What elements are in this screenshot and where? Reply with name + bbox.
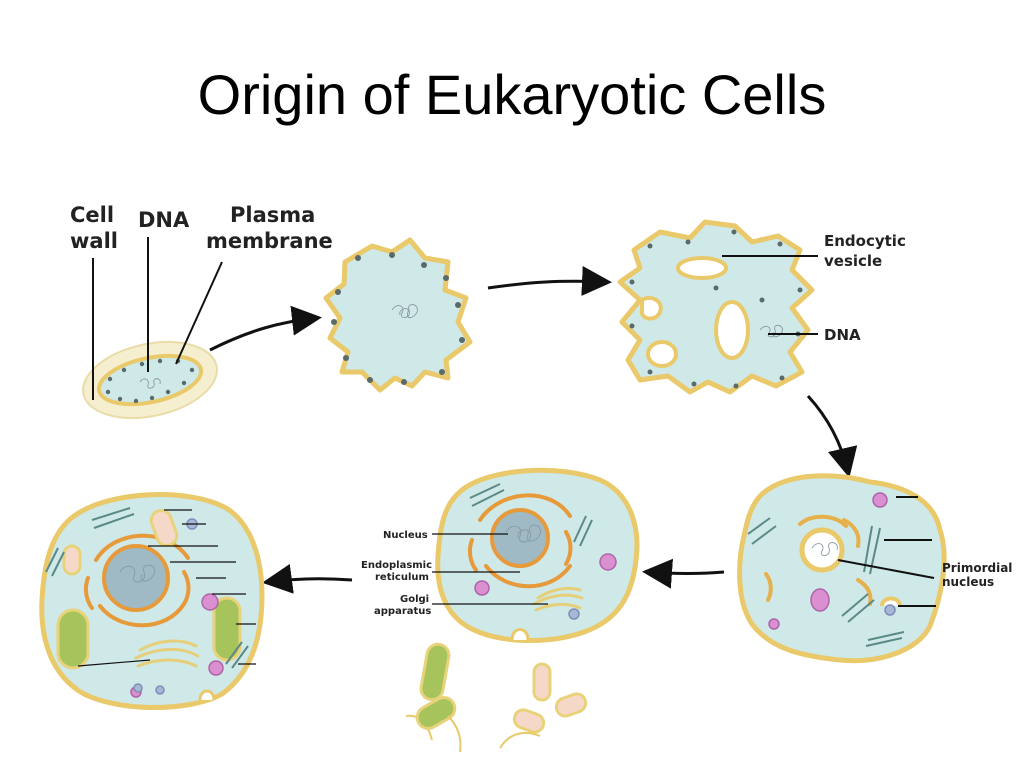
arrow-stage3-to-4 (806, 394, 858, 478)
stage-2-wall-less-cell (323, 237, 473, 393)
stage-6-eukaryotic-cell (39, 492, 265, 710)
label-cell-wall-line2: wall (70, 229, 118, 253)
arrow-stage1-to-2 (209, 305, 322, 352)
page-title: Origin of Eukaryotic Cells (197, 63, 827, 126)
label-golgi-line1: Golgi (400, 594, 429, 605)
stage-5-nucleated-cell (435, 467, 640, 644)
plasma-membrane-leader (175, 261, 223, 365)
label-golgi-line2: apparatus (374, 606, 431, 617)
label-dna: DNA (138, 208, 190, 232)
label-plasma-membrane-line2: membrane (206, 229, 333, 253)
stage-4-primordial-nucleus-cell (737, 473, 947, 664)
stage6-leader-8 (77, 659, 151, 667)
primordial-nucleus-leader (837, 559, 935, 579)
label-er-line2: reticulum (375, 572, 429, 583)
label-endocytic-vesicle-line1: Endocytic (824, 232, 906, 250)
arrow-stage5-to-6 (262, 563, 353, 594)
label-cell-wall-line1: Cell (70, 203, 114, 227)
stage-3-endocytic-cell (617, 219, 815, 395)
label-plasma-membrane-line1: Plasma (230, 203, 315, 227)
arrow-stage2-to-3 (487, 265, 612, 296)
stage-1-prokaryote (82, 341, 218, 419)
endosymbiont-bacteria (405, 642, 588, 753)
label-endocytic-vesicle-line2: vesicle (824, 252, 882, 270)
arrow-stage4-to-5 (642, 558, 725, 589)
label-dna-stage3: DNA (824, 326, 861, 344)
label-primordial-nucleus-line2: nucleus (942, 575, 994, 589)
label-er-line1: Endoplasmic (361, 560, 432, 571)
label-primordial-nucleus-line1: Primordial (942, 561, 1012, 575)
label-nucleus: Nucleus (383, 530, 428, 541)
